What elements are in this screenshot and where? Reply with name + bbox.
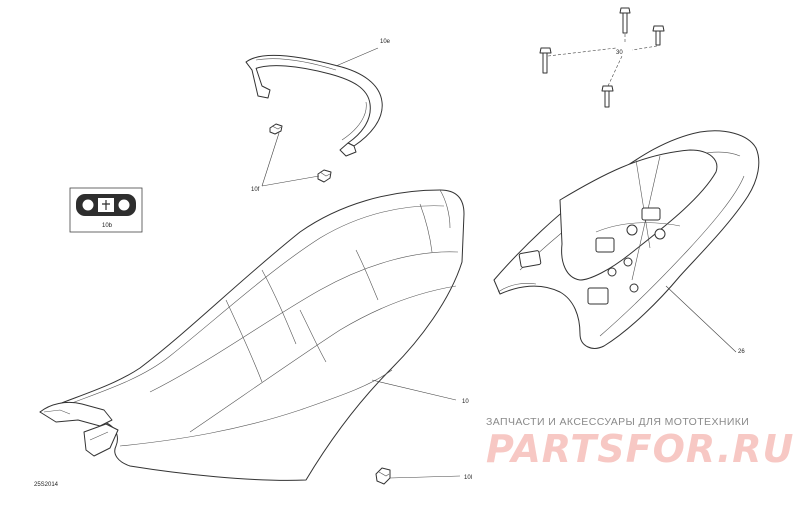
callout-seat: 10	[462, 399, 469, 405]
bolt-top[interactable]	[619, 7, 631, 34]
callout-handle-strap: 10e	[380, 39, 391, 45]
figure-reference: 25S2014	[34, 482, 59, 488]
strap-clip-top[interactable]	[269, 123, 283, 135]
watermark-tagline: ЗАПЧАСТИ И АКСЕССУАРЫ ДЛЯ МОТОТЕХНИКИ	[486, 416, 749, 428]
strap-clip-bottom[interactable]	[317, 169, 332, 183]
handle-strap-part[interactable]	[245, 54, 383, 157]
bolt-left[interactable]	[539, 47, 552, 74]
callout-seat-clip: 10l	[464, 475, 472, 481]
callout-strap-clips: 10f	[251, 187, 260, 193]
bolt-right[interactable]	[652, 25, 665, 46]
label-sticker-part[interactable]	[69, 187, 143, 233]
callout-label-sticker: 10b	[102, 223, 113, 229]
seat-clip-part[interactable]	[375, 467, 391, 485]
rear-frame-part[interactable]	[493, 130, 760, 349]
callout-rear-frame: 26	[738, 349, 745, 355]
seat-part[interactable]	[39, 189, 465, 481]
watermark-brand: PARTSFOR.RU	[486, 427, 794, 471]
leader-lines	[261, 34, 737, 479]
bolt-bottom[interactable]	[601, 85, 614, 108]
callout-bolts: 30	[616, 50, 623, 56]
